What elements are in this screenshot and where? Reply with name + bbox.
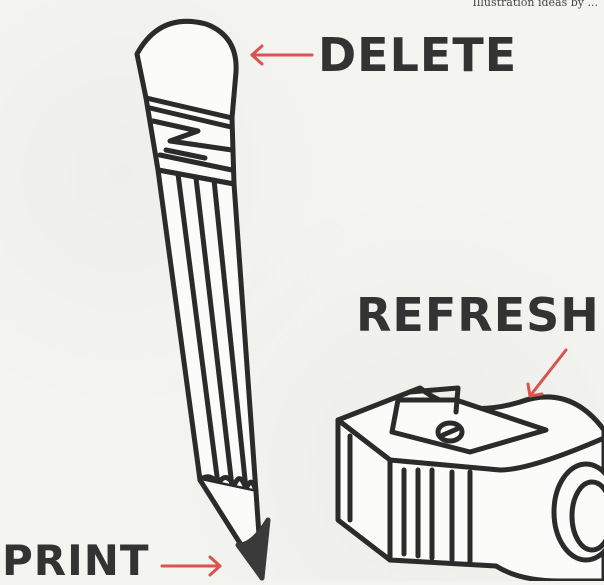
- sharpener-icon: [338, 388, 604, 581]
- refresh-label: REFRESH: [356, 292, 600, 338]
- delete-label: DELETE: [318, 32, 517, 78]
- pencil-icon: [137, 21, 268, 578]
- print-label: PRINT: [2, 540, 150, 582]
